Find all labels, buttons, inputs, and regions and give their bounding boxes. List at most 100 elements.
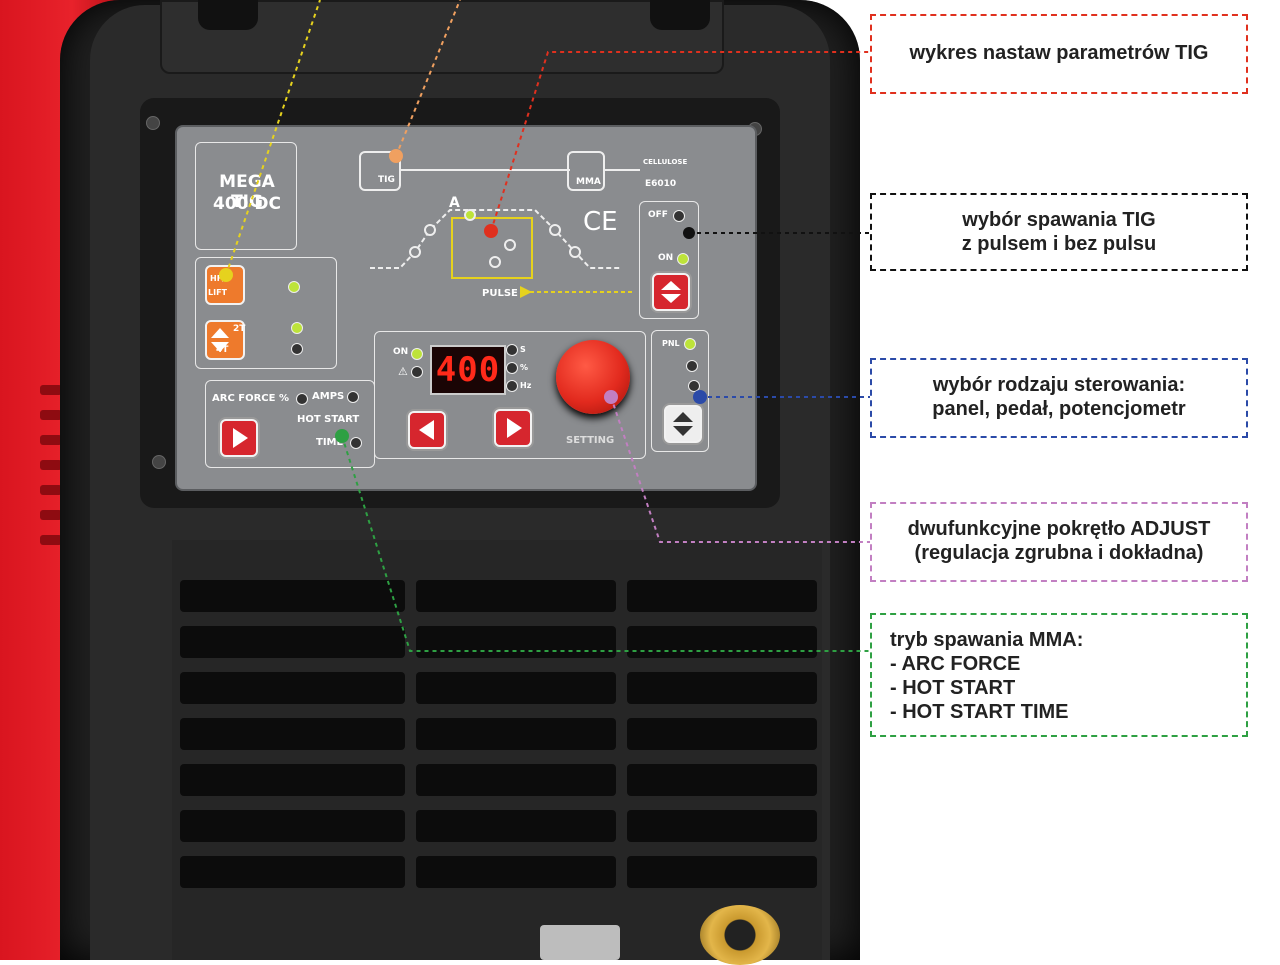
up-down-arrow-icon	[211, 328, 229, 352]
callout-text: - ARC FORCE	[890, 653, 1021, 675]
vent-slot	[180, 718, 405, 750]
red-vent	[40, 385, 62, 395]
4t-led	[291, 343, 303, 355]
up-down-arrow-icon	[673, 412, 693, 436]
callout-text: - HOT START TIME	[890, 701, 1069, 723]
callout-text: - HOT START	[890, 677, 1016, 699]
vent-slot	[416, 626, 616, 658]
up-down-arrow-icon	[661, 281, 681, 303]
mode-mma-label: MMA	[576, 177, 601, 187]
welder-machine: MEGA TIG 400 DC TIG MMA CELLULOSE E6010 …	[0, 0, 860, 965]
vent-slot	[627, 810, 817, 842]
callout-adjust-knob: dwufunkcyjne pokrętło ADJUST (regulacja …	[870, 502, 1248, 582]
vent-slot	[180, 626, 405, 658]
pedal-led	[686, 360, 698, 372]
percent-led	[506, 362, 518, 374]
pnl-led	[684, 338, 696, 350]
hot-start-label: HOT START	[297, 414, 360, 425]
vent-slot	[627, 626, 817, 658]
red-vent	[40, 460, 62, 470]
callout-text: panel, pedał, potencjometr	[932, 398, 1186, 420]
param-next-button[interactable]	[494, 409, 532, 447]
callout-control-select: wybór rodzaju sterowania: panel, pedał, …	[870, 358, 1248, 438]
lift-label: LIFT	[208, 288, 227, 297]
current-display: 400	[430, 345, 506, 395]
ce-mark: CE	[583, 207, 618, 237]
callout-text: wybór rodzaju sterowania:	[932, 374, 1186, 396]
unit-percent-label: %	[520, 363, 529, 372]
time-label: TIME	[316, 437, 344, 448]
potentiometer-led	[688, 380, 700, 392]
vent-slot	[180, 856, 405, 888]
callout-tig-graph: wykres nastaw parametrów TIG	[870, 14, 1248, 94]
setting-label: SETTING	[566, 435, 615, 446]
hf-lift-button[interactable]	[205, 265, 245, 305]
hf-label: HF/	[210, 274, 226, 283]
amps-led	[347, 391, 359, 403]
vent-slot	[627, 718, 817, 750]
vent-slot	[180, 580, 405, 612]
e6010-label: E6010	[645, 179, 677, 189]
param-prev-button[interactable]	[408, 411, 446, 449]
hz-led	[506, 380, 518, 392]
vent-slot	[627, 856, 817, 888]
red-vent	[40, 410, 62, 420]
2t-led	[291, 322, 303, 334]
vent-slot	[416, 580, 616, 612]
unit-s-label: S	[520, 345, 526, 354]
4t-label: 4T	[216, 345, 229, 355]
play-right-icon	[233, 428, 248, 448]
screw	[146, 116, 160, 130]
time-led	[350, 437, 362, 449]
red-vent	[40, 535, 62, 545]
red-vent	[40, 510, 62, 520]
vent-slot	[627, 580, 817, 612]
vent-slot	[416, 764, 616, 796]
pulse-toggle-button[interactable]	[652, 273, 690, 311]
play-right-icon	[507, 418, 522, 438]
vent-slot	[180, 810, 405, 842]
callout-text: wykres nastaw parametrów TIG	[909, 42, 1209, 64]
pulse-off-led	[673, 210, 685, 222]
hf-led	[288, 281, 300, 293]
arc-force-label: ARC FORCE %	[212, 393, 289, 404]
2t-label: 2T	[233, 324, 246, 334]
red-vent	[40, 435, 62, 445]
pnl-label: PNL	[662, 339, 680, 348]
callout-pulse-select: wybór spawania TIG z pulsem i bez pulsu	[870, 193, 1248, 271]
unit-hz-label: Hz	[520, 381, 532, 390]
pulse-off-label: OFF	[648, 210, 668, 220]
screw	[152, 455, 166, 469]
handle-slot	[650, 0, 710, 30]
control-socket	[540, 925, 620, 960]
control-source-button[interactable]	[664, 405, 702, 443]
vent-slot	[416, 718, 616, 750]
mma-next-button[interactable]	[220, 419, 258, 457]
vent-slot	[180, 672, 405, 704]
vent-slot	[627, 672, 817, 704]
trigger-mode-button[interactable]	[205, 320, 245, 360]
callout-text: dwufunkcyjne pokrętło ADJUST	[907, 518, 1211, 540]
display-on-label: ON	[393, 347, 409, 357]
callout-mma-mode: tryb spawania MMA: - ARC FORCE - HOT STA…	[870, 613, 1248, 737]
callout-text: (regulacja zgrubna i dokładna)	[914, 542, 1204, 564]
seconds-led	[506, 344, 518, 356]
red-vent	[40, 485, 62, 495]
vent-slot	[416, 856, 616, 888]
pulse-label: PULSE	[482, 288, 518, 299]
vent-slot	[627, 764, 817, 796]
adjust-knob[interactable]	[556, 340, 630, 414]
vent-slot	[416, 672, 616, 704]
callout-text: wybór spawania TIG	[962, 209, 1156, 231]
model-number: 400 DC	[213, 194, 281, 214]
warning-led	[411, 366, 423, 378]
pulse-on-led	[677, 253, 689, 265]
arc-force-led	[296, 393, 308, 405]
callout-text: tryb spawania MMA:	[890, 629, 1084, 651]
output-socket	[700, 905, 780, 965]
mode-tig-label: TIG	[378, 175, 395, 185]
handle-slot	[198, 0, 258, 30]
vent-slot	[416, 810, 616, 842]
cellulose-label: CELLULOSE	[643, 158, 688, 166]
warning-icon: ⚠	[398, 366, 408, 378]
